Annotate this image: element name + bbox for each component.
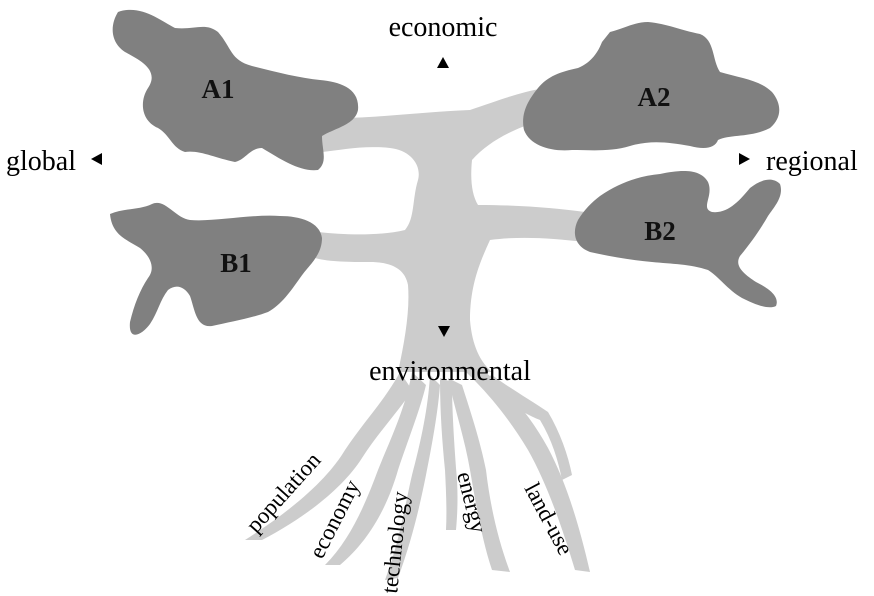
arrow-right-icon	[739, 153, 750, 165]
label-a2: A2	[638, 82, 671, 112]
root-landuse-2	[480, 375, 572, 480]
label-b1: B1	[220, 248, 252, 278]
axis-labels: economic global regional environmental	[6, 12, 858, 387]
arrow-up-icon	[437, 57, 449, 68]
root-energy	[448, 378, 510, 572]
axis-environmental-label: environmental	[369, 356, 531, 387]
axis-global-label: global	[6, 146, 76, 177]
root-population	[245, 372, 412, 540]
arrow-down-icon	[438, 326, 450, 337]
blob-b1	[110, 202, 322, 335]
blob-b2	[574, 171, 781, 308]
axis-regional-label: regional	[766, 146, 858, 177]
arrow-left-icon	[91, 153, 102, 165]
blob-a1	[112, 9, 359, 171]
trunk-body	[315, 88, 585, 372]
scenario-blobs	[110, 9, 781, 335]
root-technology	[385, 375, 440, 580]
blob-a2	[523, 22, 780, 151]
label-b2: B2	[644, 216, 676, 246]
root-landuse	[466, 372, 590, 572]
root-economy	[325, 372, 426, 565]
label-a1: A1	[202, 74, 235, 104]
root-mid	[440, 378, 458, 530]
tree-trunk	[245, 88, 590, 580]
axis-economic-label: economic	[389, 12, 498, 43]
scenario-labels: A1 A2 B1 B2	[202, 74, 676, 278]
